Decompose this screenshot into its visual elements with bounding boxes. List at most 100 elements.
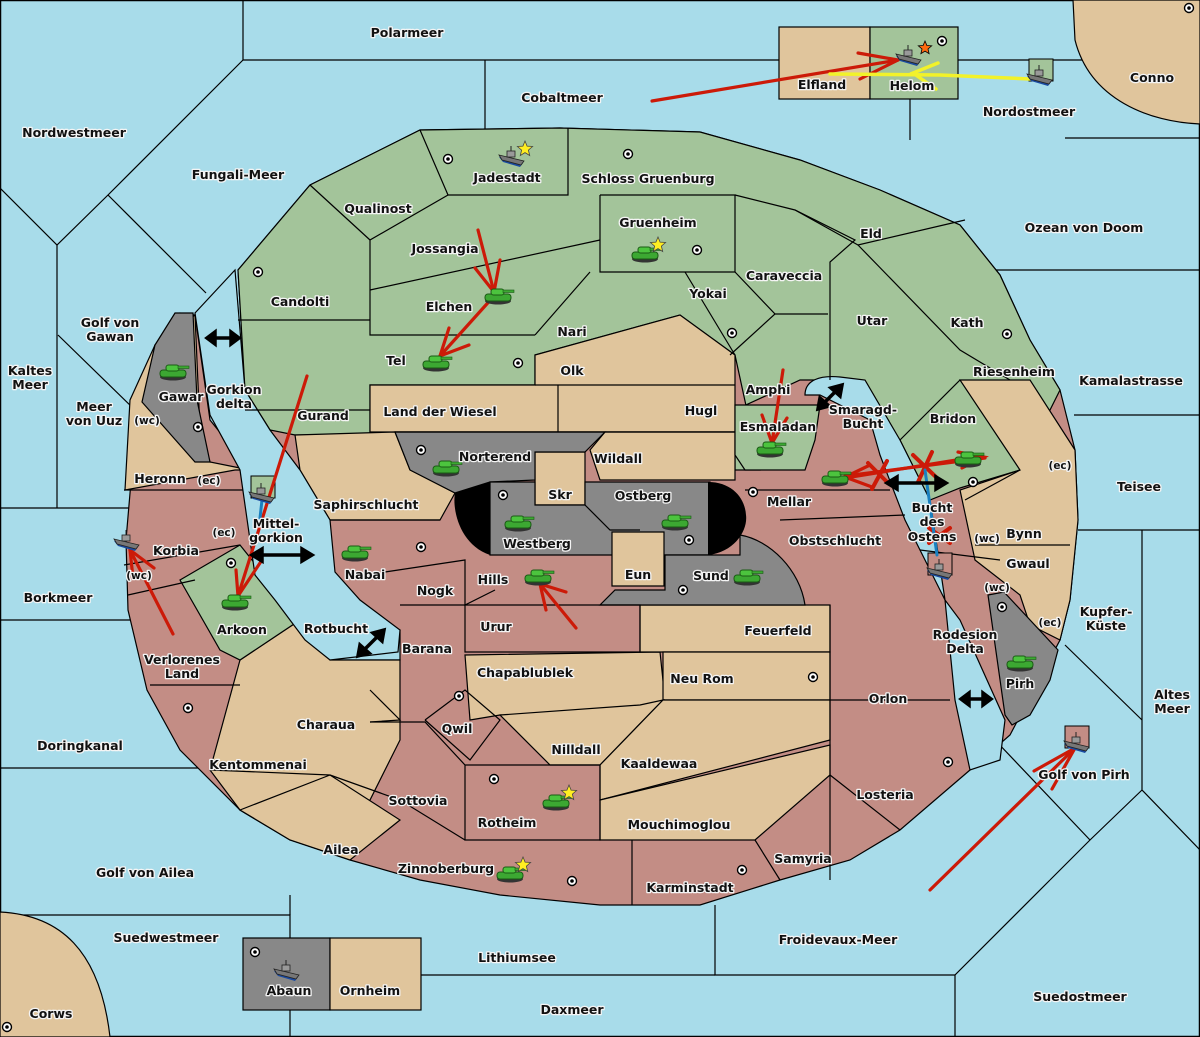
sea-label-gorkion-delta-line2: delta (216, 396, 252, 411)
region-label-kentommenai: Kentommenai (209, 757, 307, 772)
region-label-sottovia: Sottovia (389, 793, 448, 808)
star-icon (649, 235, 667, 253)
region-label-yokai: Yokai (688, 286, 727, 301)
sea-label-kamalastrasse: Kamalastrasse (1079, 373, 1183, 388)
sea-label-fungali-meer: Fungali-Meer (192, 167, 285, 182)
order-move-arkoon (236, 374, 309, 598)
army-unit-ostberg[interactable] (661, 514, 692, 531)
region-label-elchen: Elchen (426, 299, 473, 314)
land-boundaries (123, 128, 1011, 905)
region-label-chapablublek: Chapablublek (477, 665, 574, 680)
army-unit-sund[interactable] (733, 569, 764, 586)
sea-label-bucht-des-ostens-line2: des (920, 514, 945, 529)
army-unit-norterend[interactable] (432, 460, 463, 477)
army-unit-westberg[interactable] (504, 515, 535, 532)
region-label-ostberg: Ostberg (615, 488, 672, 503)
region-norterend[interactable] (394, 431, 607, 494)
region-label-tel: Tel (386, 353, 406, 368)
region-label-land-der-wiesel: Land der Wiesel (383, 404, 496, 419)
fleet-unit-mittel-gorkion[interactable] (248, 483, 275, 504)
sea-label-meer-von-uuz-line2: von Uuz (66, 413, 122, 428)
sea-label-golf-von-gawan-line2: Gawan (86, 329, 134, 344)
coast-tag: (wc) (984, 582, 1010, 594)
fleet-unit-bucht-des-ostens[interactable] (926, 559, 953, 580)
region-corws[interactable] (0, 911, 111, 1037)
coast-tag: (wc) (134, 415, 160, 427)
region-label-pirh: Pirh (1006, 676, 1035, 691)
army-unit-arkoon[interactable] (221, 594, 252, 611)
region-label-hills: Hills (478, 572, 509, 587)
region-label-gurand: Gurand (297, 408, 349, 423)
army-unit-pirh[interactable] (1006, 655, 1037, 672)
sea-label-mittel-gorkion-line1: Mittel- (253, 516, 300, 531)
sea-inner-west[interactable] (194, 268, 401, 661)
region-label-gawar: Gawar (159, 389, 205, 404)
sea-label-mittel-gorkion-line2: gorkion (249, 530, 303, 545)
region-label-karminstadt: Karminstadt (646, 880, 733, 895)
sea-label-daxmeer: Daxmeer (540, 1002, 604, 1017)
army-unit-mellar[interactable] (821, 470, 852, 487)
army-unit-tel[interactable] (422, 355, 453, 372)
fleet-unit-nordostmeer[interactable] (1026, 65, 1053, 86)
sea-label-kupfer-küste-line2: Küste (1086, 618, 1126, 633)
region-label-elfland: Elfland (798, 77, 846, 92)
region-gawar[interactable] (141, 312, 211, 463)
region-label-losteria: Losteria (856, 787, 913, 802)
failed-order-markers (866, 450, 952, 545)
region-label-eun: Eun (625, 567, 651, 582)
region-label-verlorenes-land-line1: Verlorenes (144, 652, 220, 667)
order-move-elchen (476, 228, 496, 294)
fleet-unit-helom[interactable] (895, 45, 922, 66)
region-label-zinnoberburg: Zinnoberburg (398, 861, 494, 876)
fleet-unit-jadestadt[interactable] (498, 146, 525, 167)
sea-label-meer-von-uuz-line1: Meer (76, 399, 112, 414)
region-ornheim[interactable] (329, 937, 422, 1011)
region-label-rotheim: Rotheim (478, 815, 537, 830)
army-unit-esmaladan[interactable] (756, 441, 787, 458)
region-label-samyria: Samyria (774, 851, 832, 866)
army-unit-bridon[interactable] (954, 451, 985, 468)
sea-label-kaltes-meer-line2: Meer (12, 377, 48, 392)
region-label-eld: Eld (860, 226, 882, 241)
sea-label-nordostmeer: Nordostmeer (983, 104, 1076, 119)
region-label-nari: Nari (557, 324, 586, 339)
army-unit-elchen[interactable] (484, 288, 515, 305)
region-label-jossangia: Jossangia (410, 241, 478, 256)
region-label-mouchimoglou: Mouchimoglou (628, 817, 731, 832)
army-unit-nabai[interactable] (341, 545, 372, 562)
region-label-nogk: Nogk (417, 583, 454, 598)
region-label-utar: Utar (857, 313, 889, 328)
impassable-east (708, 482, 747, 555)
sea-label-rodesion-delta-line2: Delta (946, 641, 984, 656)
region-elfland[interactable] (778, 26, 871, 100)
region-label-gruenheim: Gruenheim (619, 215, 696, 230)
fleet-unit-korbia[interactable] (113, 530, 140, 551)
sea-label-golf-von-pirh: Golf von Pirh (1038, 767, 1129, 782)
region-eun[interactable] (611, 531, 665, 587)
army-unit-rotheim[interactable] (542, 794, 573, 811)
coast-tag: (ec) (213, 527, 236, 539)
sea-label-lithiumsee: Lithiumsee (478, 950, 556, 965)
fleet-unit-abaun[interactable] (273, 960, 300, 981)
fleet-unit-golf-von-pirh[interactable] (1063, 732, 1090, 753)
order-move-hills (538, 582, 578, 630)
region-label-skr: Skr (548, 487, 572, 502)
explosion-icon (917, 39, 933, 55)
star-icon (516, 139, 534, 157)
region-label-obstschlucht: Obstschlucht (789, 533, 881, 548)
impassable-west (454, 482, 490, 555)
region-conno[interactable] (1072, 0, 1200, 125)
region-label-urur: Urur (480, 619, 512, 634)
region-label-hugl: Hugl (685, 403, 718, 418)
sea-label-kupfer-küste-line1: Kupfer- (1080, 604, 1133, 619)
army-unit-gawar[interactable] (159, 364, 190, 381)
home-stars (514, 39, 933, 873)
region-label-jadestadt: Jadestadt (472, 170, 540, 185)
region-label-olk: Olk (560, 363, 584, 378)
region-riesenheim-bynn-gwaul[interactable] (958, 379, 1079, 641)
region-sund[interactable] (598, 534, 806, 606)
army-unit-hills[interactable] (524, 569, 555, 586)
region-ailea[interactable] (238, 774, 402, 861)
order-move-korbia (128, 548, 175, 636)
